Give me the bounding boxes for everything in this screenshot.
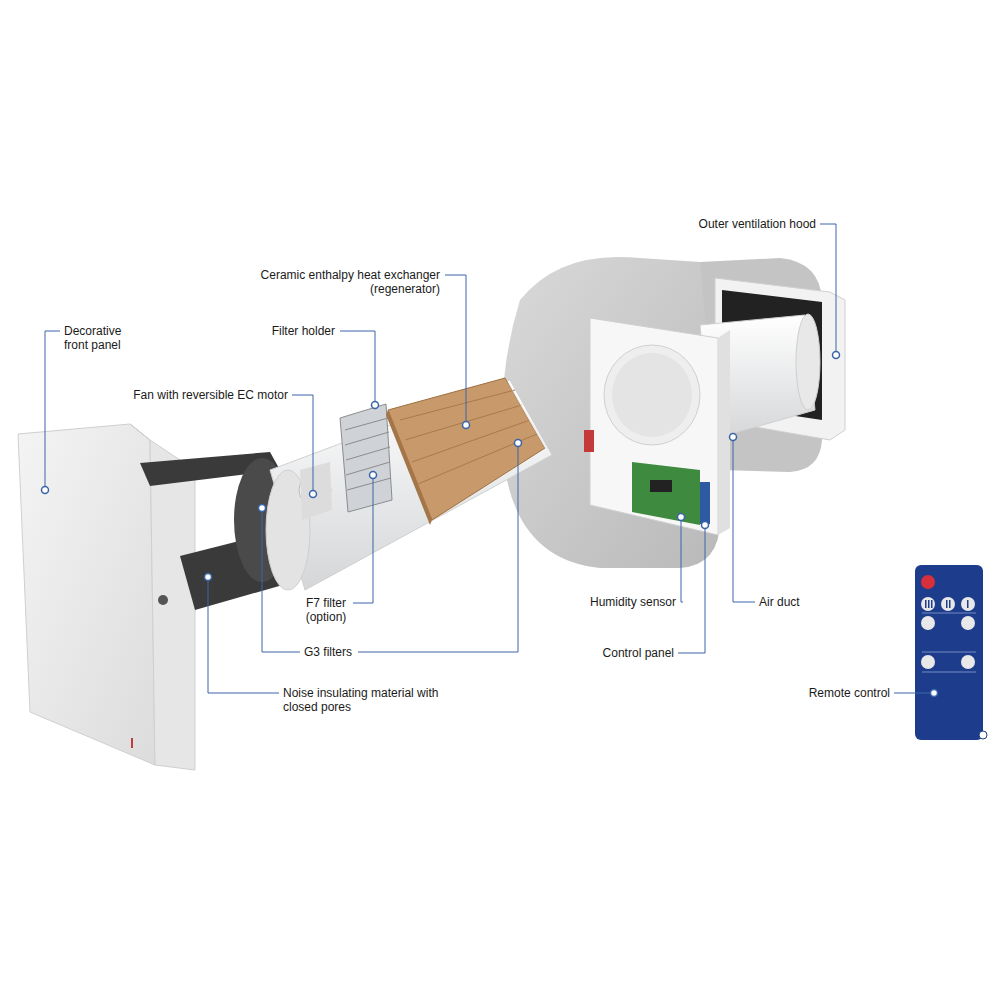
callout-label: Air duct [759,595,829,609]
callout-label: Filter holder [235,324,335,338]
control-housing [584,318,730,535]
callout-label: G3 filters [304,645,356,659]
callout-label: Ceramic enthalpy heat exchanger (regener… [230,268,440,296]
callout-label: Decorative front panel [64,324,140,352]
heat-exchanger [386,378,550,525]
callout-label: Humidity sensor [556,595,676,609]
leader-dots [42,352,938,697]
callout-label: Fan with reversible EC motor [108,388,288,402]
leader-lines [45,224,930,693]
callout-label: Outer ventilation hood [666,217,816,231]
wall-block [502,257,822,568]
callout-label: Noise insulating material with closed po… [283,686,443,714]
filter-stack [340,404,392,512]
callout-label: Remote control [770,686,890,700]
remote-control [915,565,987,740]
callout-label: F7 filter (option) [297,596,355,624]
callout-label: Control panel [564,646,674,660]
